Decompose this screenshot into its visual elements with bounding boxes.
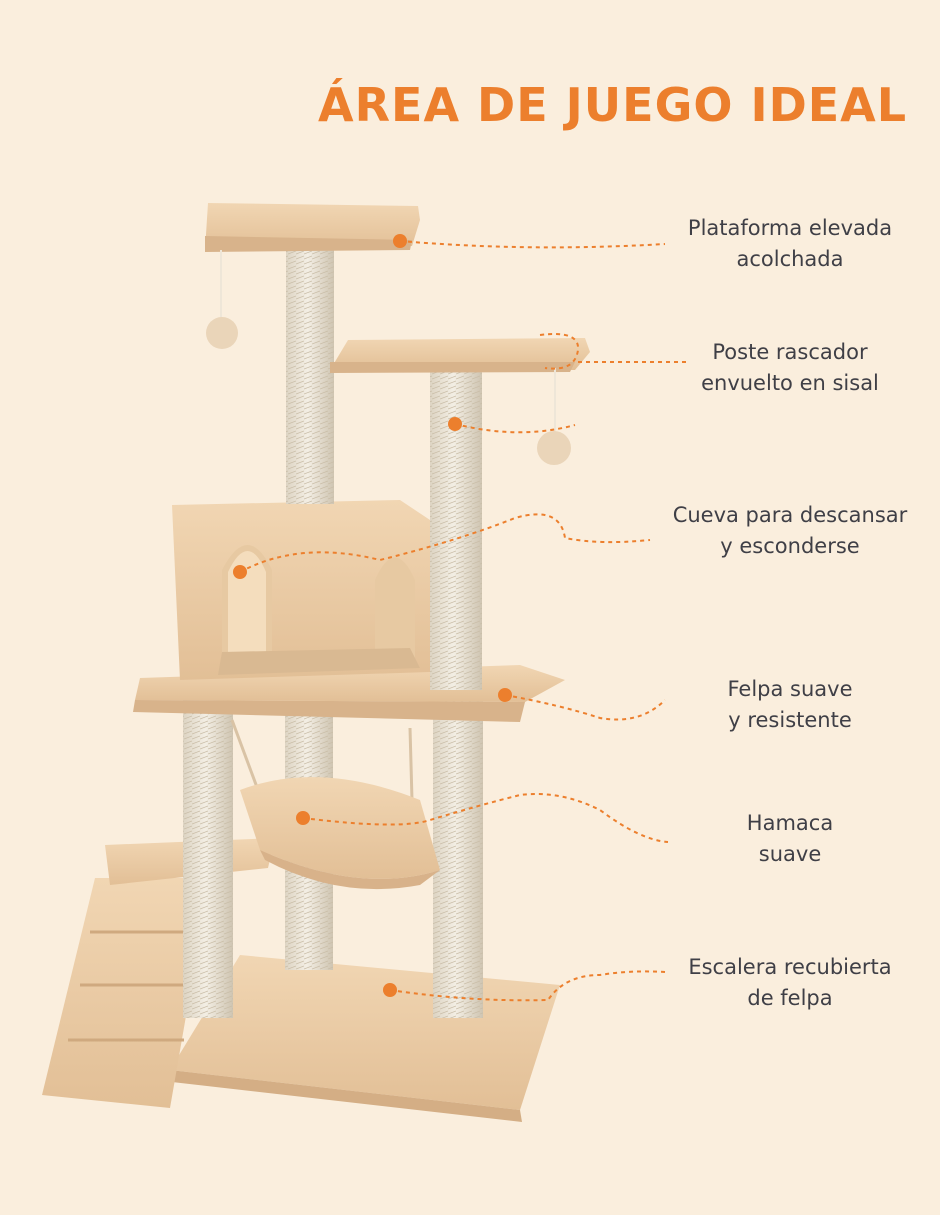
callout-platform: Plataforma elevada acolchada xyxy=(640,213,940,275)
callout-plush: Felpa suave y resistente xyxy=(640,674,940,736)
callout-line: y esconderse xyxy=(720,534,860,558)
top-platform xyxy=(205,203,420,349)
callout-line: Hamaca xyxy=(746,811,834,835)
marker-dot xyxy=(296,811,310,825)
marker-dot xyxy=(383,983,397,997)
hammock xyxy=(230,719,440,890)
lower-posts xyxy=(183,700,483,1018)
second-platform xyxy=(330,338,590,465)
page-title: ÁREA DE JUEGO IDEAL xyxy=(318,78,908,132)
callout-line: suave xyxy=(758,842,822,866)
callout-scratching-post: Poste rascador envuelto en sisal xyxy=(640,337,940,399)
marker-dot xyxy=(393,234,407,248)
callout-line: acolchada xyxy=(736,247,844,271)
callout-ladder: Escalera recubierta de felpa xyxy=(640,952,940,1014)
callout-line: Escalera recubierta xyxy=(688,955,892,979)
marker-dot xyxy=(498,688,512,702)
callout-hammock: Hamaca suave xyxy=(640,808,940,870)
callout-line: Poste rascador xyxy=(712,340,868,364)
callout-line: Plataforma elevada xyxy=(687,216,893,240)
marker-dots xyxy=(233,234,512,997)
marker-dot xyxy=(448,417,462,431)
marker-dot xyxy=(233,565,247,579)
callout-line: y resistente xyxy=(728,708,852,732)
callout-line: envuelto en sisal xyxy=(701,371,879,395)
callout-cave: Cueva para descansar y esconderse xyxy=(640,500,940,562)
cave xyxy=(172,500,430,680)
callout-line: Cueva para descansar xyxy=(672,503,908,527)
leader-lines xyxy=(239,240,690,1002)
callout-line: de felpa xyxy=(747,986,833,1010)
callout-line: Felpa suave xyxy=(727,677,853,701)
